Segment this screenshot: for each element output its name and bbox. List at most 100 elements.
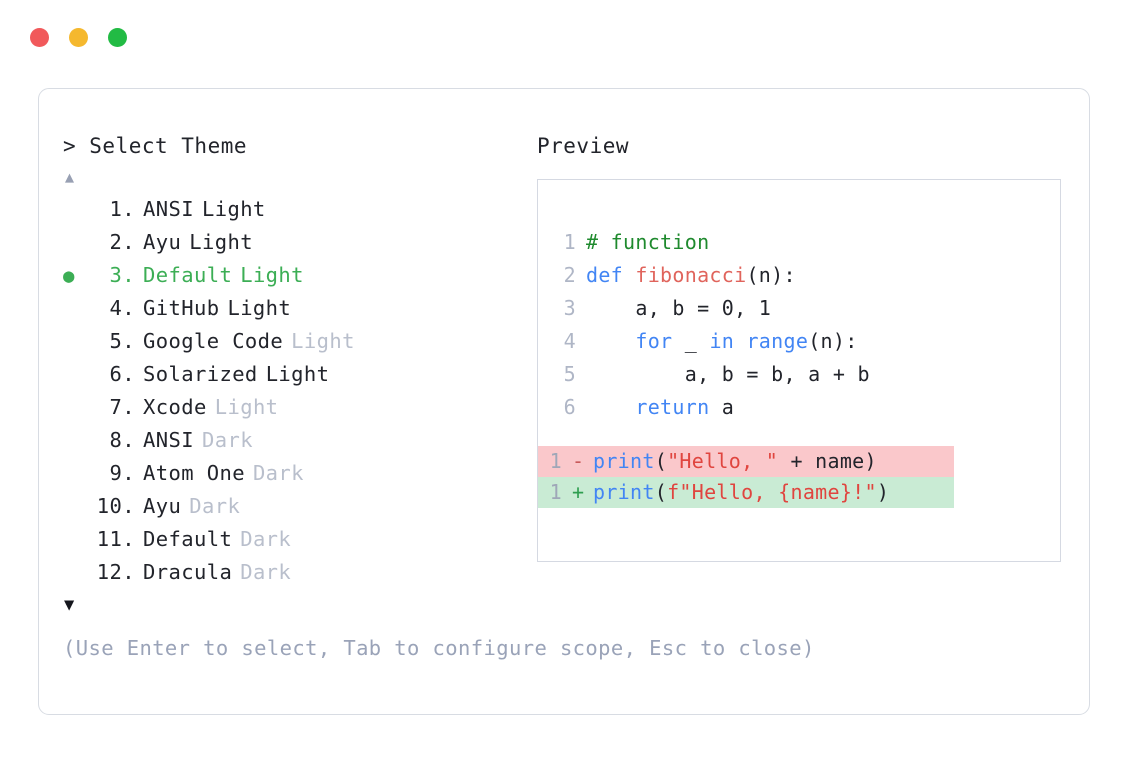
code-token: ( [654,449,668,473]
theme-item-name: Ayu [143,494,182,518]
diff-line-added: 1 + print(f"Hello, {name}!") [538,477,954,508]
diff-line-number: 1 [549,480,562,504]
theme-item-name: Ayu [143,230,182,254]
theme-item-name: Solarized [143,362,258,386]
diff-line-number: 1 [549,449,562,473]
theme-item-number: 2. [109,230,135,254]
line-number: 2 [563,263,576,287]
theme-item-number: 12. [96,560,135,584]
code-token: (n): [808,329,858,353]
theme-item-name: Default [143,263,233,287]
theme-list-item[interactable]: 10. Ayu Dark [63,490,533,523]
theme-list-item[interactable]: 7. Xcode Light [63,391,533,424]
line-number: 3 [563,296,576,320]
diff-block: 1-print("Hello, " + name)1+print(f"Hello… [538,446,1060,508]
code-token: print [593,449,655,473]
code-token: in [709,329,735,353]
line-number: 1 [563,230,576,254]
theme-item-number: 5. [109,329,135,353]
code-token: def [586,263,636,287]
code-token [586,395,635,419]
code-token [586,329,635,353]
code-token: a, b = 0, 1 [586,296,772,320]
theme-item-number: 6. [109,362,135,386]
code-token [734,329,746,353]
code-text: for _ in range(n): [586,325,858,358]
theme-item-number: 1. [109,197,135,221]
theme-list-item[interactable]: 6. Solarized Light [63,358,533,391]
theme-item-number: 8. [109,428,135,452]
theme-item-name: Atom One [143,461,245,485]
diff-code-text: print(f"Hello, {name}!") [593,477,889,508]
theme-item-variant: Light [265,362,330,386]
line-number: 5 [563,362,576,386]
theme-item-name: Google Code [143,329,284,353]
theme-item-number: 9. [109,461,135,485]
diff-code-text: print("Hello, " + name) [593,446,877,477]
theme-list-item[interactable]: 4. GitHub Light [63,292,533,325]
scroll-up-icon[interactable]: ▲ [65,168,75,186]
scroll-down-icon[interactable]: ▼ [64,595,75,615]
window-minimize-button[interactable] [69,28,88,47]
selected-bullet-icon: ● [63,265,75,287]
theme-item-name: GitHub [143,296,220,320]
code-diff-spacer [538,424,1060,446]
code-line: 1 # function [538,226,1060,259]
diff-line-removed: 1-print("Hello, " + name) [538,446,954,477]
code-token: ) [876,480,890,504]
code-token: fibonacci [635,263,747,287]
theme-item-variant: Light [291,329,355,353]
code-token: (n): [746,263,796,287]
theme-item-name: Xcode [143,395,207,419]
theme-item-number: 10. [96,494,135,518]
diff-sign: + [572,480,585,504]
theme-item-variant: Dark [189,494,241,518]
code-token: a [709,395,735,419]
theme-item-variant: Light [227,296,292,320]
code-text: a, b = b, a + b [586,358,870,391]
theme-item-number: 7. [109,395,135,419]
preview-title: Preview [537,134,630,158]
code-line: 6 return a [538,391,1060,424]
theme-item-variant: Light [189,230,253,254]
line-number: 4 [563,329,576,353]
theme-item-variant: Light [201,197,266,221]
window-maximize-button[interactable] [108,28,127,47]
code-token: ( [654,480,668,504]
theme-item-variant: Dark [201,428,253,452]
code-token: _ [672,329,710,353]
theme-list-item[interactable]: 2. Ayu Light [63,226,533,259]
theme-item-variant: Dark [240,560,292,584]
code-token: print [593,480,655,504]
code-token: for [635,329,673,353]
theme-item-number: 3. [109,263,135,287]
code-token: return [635,395,710,419]
theme-list-item[interactable]: 5. Google Code Light [63,325,533,358]
theme-item-number: 4. [109,296,135,320]
theme-item-number: 11. [96,527,135,551]
code-token: + name) [778,449,877,473]
diff-sign: - [572,449,585,473]
code-line: 4 for _ in range(n): [538,325,1060,358]
window-close-button[interactable] [30,28,49,47]
code-line: 3 a, b = 0, 1 [538,292,1060,325]
prompt-label: > Select Theme [63,134,248,158]
window-titlebar [30,28,127,47]
theme-item-variant: Light [214,395,279,419]
keyboard-hint: (Use Enter to select, Tab to configure s… [63,636,815,660]
code-text: # function [586,226,709,259]
code-text: return a [586,391,734,424]
code-token: # function [586,230,710,254]
